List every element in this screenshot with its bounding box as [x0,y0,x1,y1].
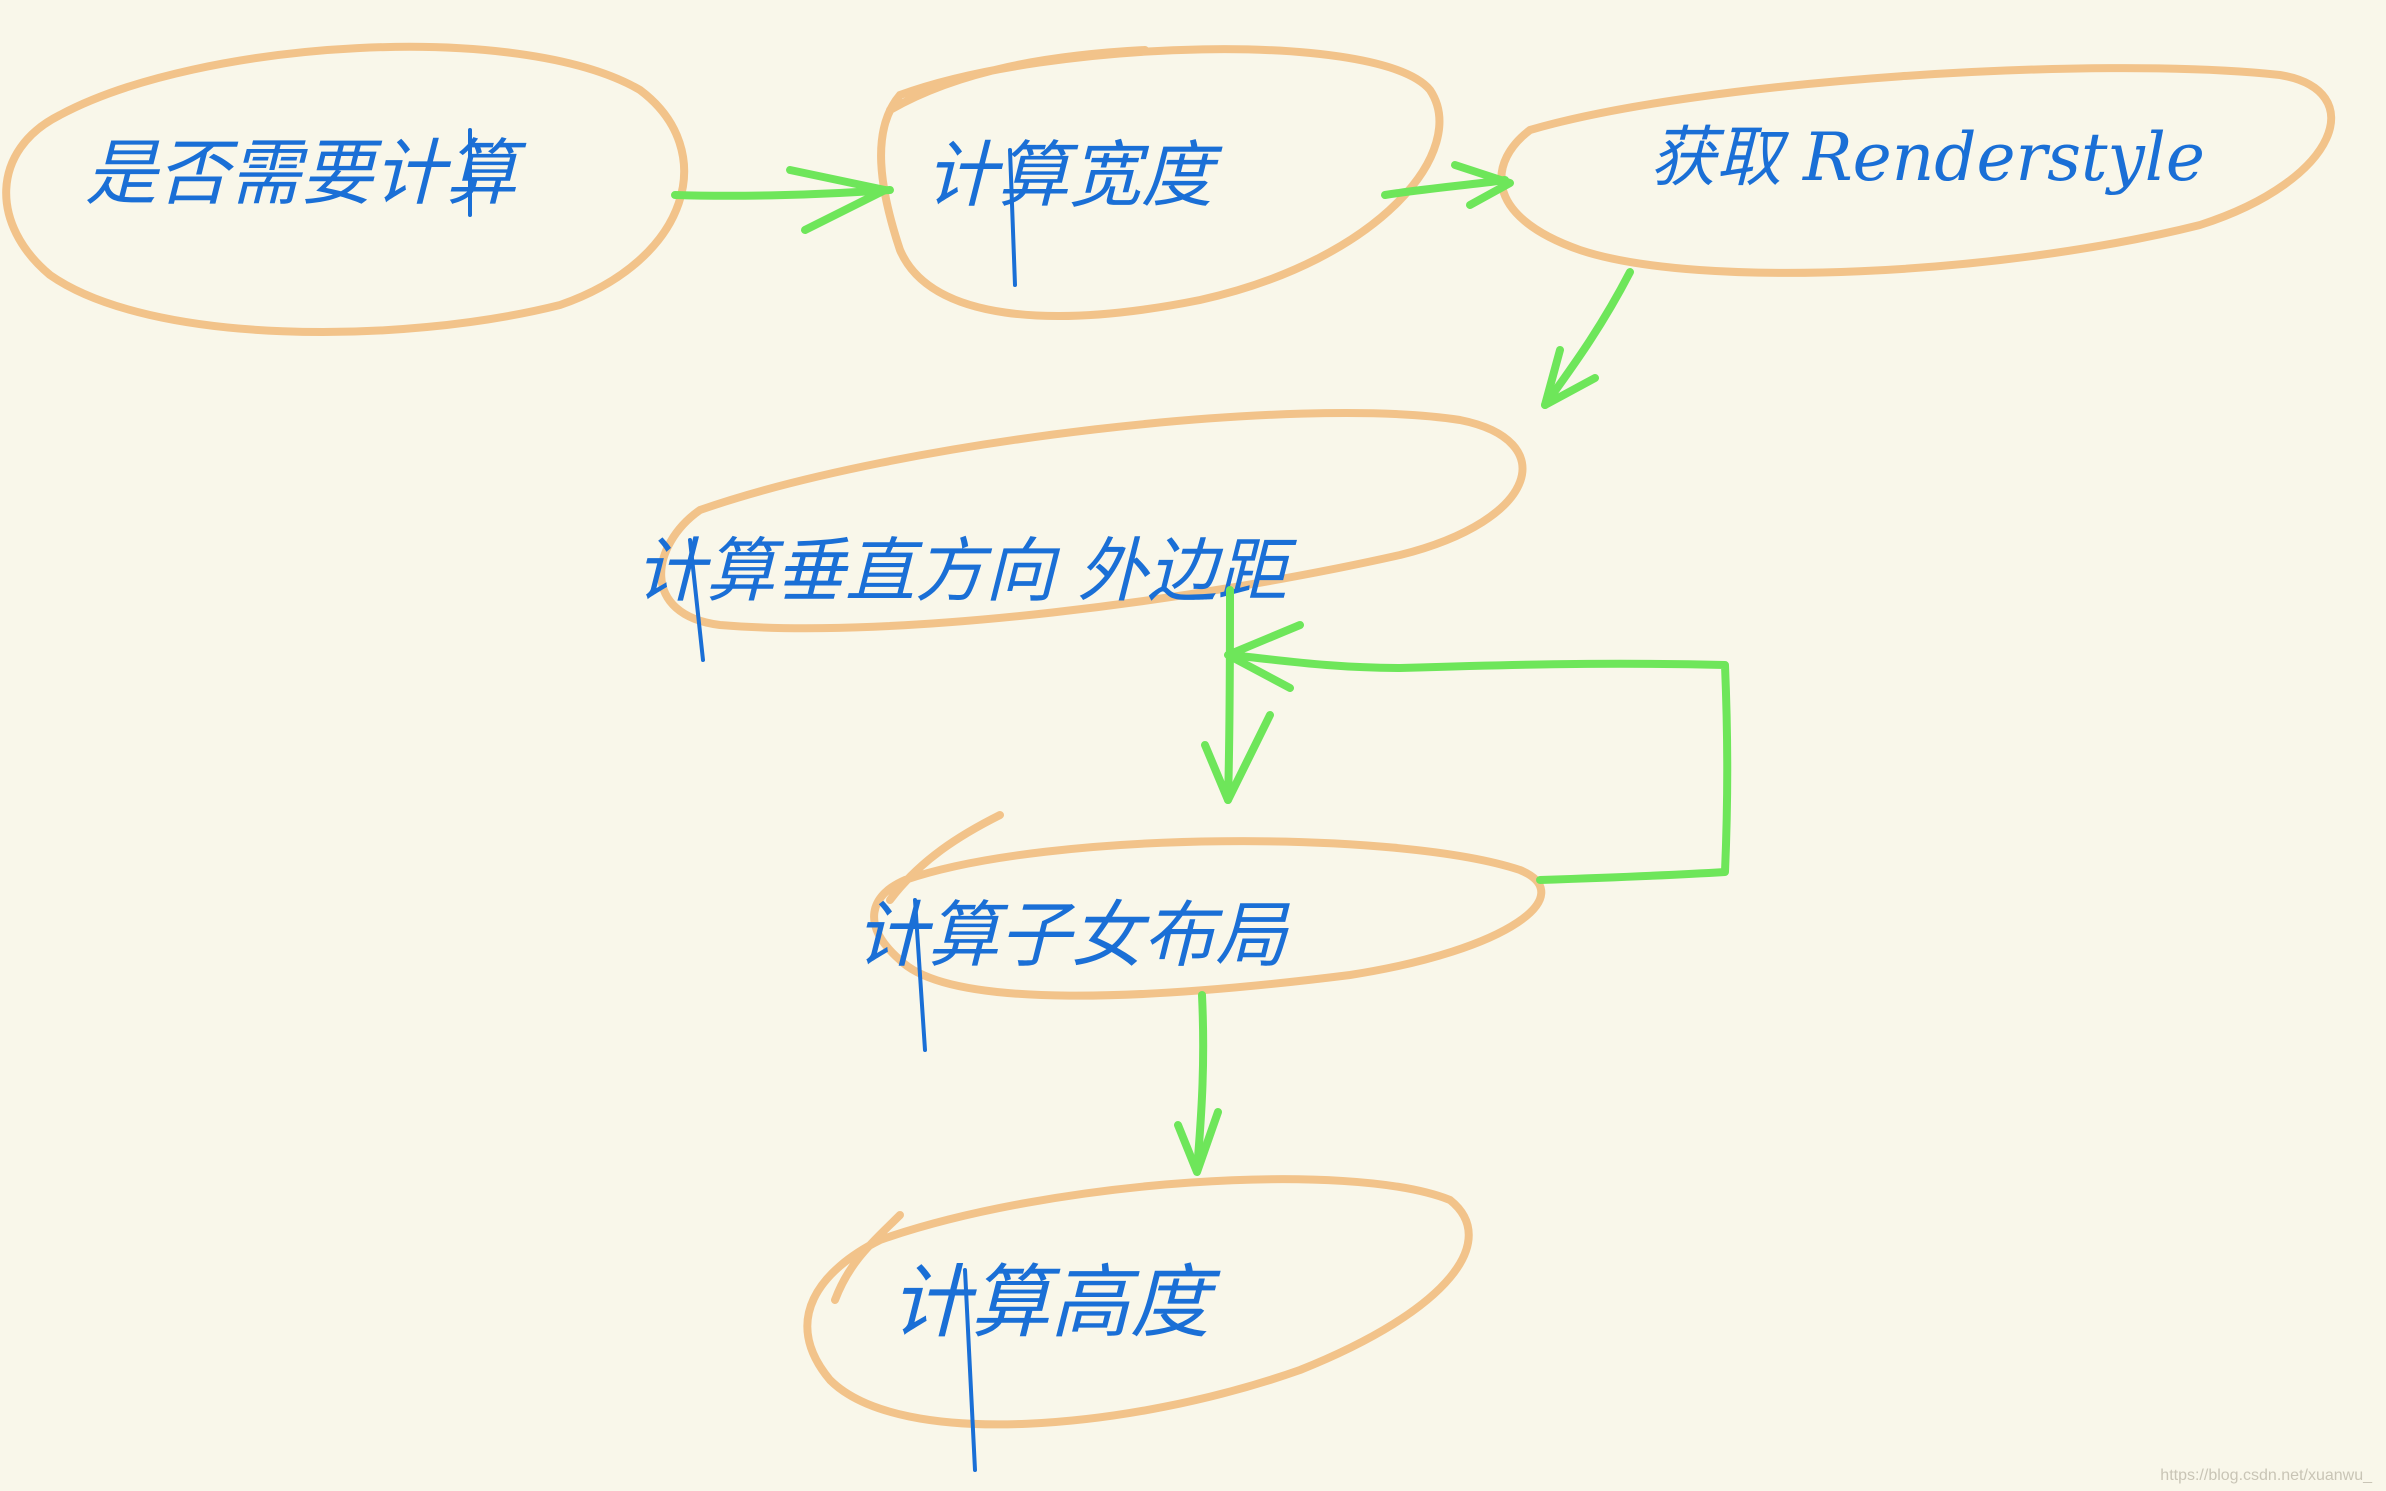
arrow-line [1224,586,1234,804]
arrow-n1-to-n2 [671,166,894,234]
node-compute-children-layout: 计算子女布局 [855,811,1546,1052]
node-label: 是否需要计算 [85,131,527,215]
arrow-n5-loop [1224,621,1732,884]
node-outline [657,409,1527,633]
arrowhead [1201,711,1274,804]
pen-stroke [1008,148,1017,287]
arrow-n2-to-n3 [1381,161,1514,209]
node-outline [870,811,1546,1000]
arrow-line [1541,268,1634,409]
arrow-line [1193,991,1208,1174]
node-outline [1497,64,2336,277]
watermark: https://blog.csdn.net/xuanwu_ [2160,1467,2372,1484]
node-compute-height: 计算高度 [803,1175,1473,1472]
pen-stroke [913,898,927,1052]
arrowhead [786,166,889,234]
node-get-renderstyle: 获取 Renderstyle [1497,64,2336,277]
arrowhead [1174,1108,1222,1176]
arrowhead [1224,621,1304,692]
arrow-n3-to-n4 [1541,268,1634,409]
node-label: 计算垂直方向 外边距 [635,530,1297,612]
arrow-n5-to-n6 [1174,991,1222,1176]
node-label: 计算高度 [890,1256,1221,1349]
node-compute-vertical-margin: 计算垂直方向 外边距 [635,409,1527,662]
arrowhead [1541,346,1599,409]
pen-stroke [963,1268,977,1472]
arrow-n4-to-n5 [1201,586,1274,804]
node-compute-width: 计算宽度 [877,45,1444,320]
node-label: 计算子女布局 [855,893,1290,977]
arrow-line [1226,651,1732,884]
arrowhead [1451,161,1514,209]
node-outline [877,45,1444,320]
node-outline [803,1175,1473,1429]
arrow-line [671,186,894,200]
node-label: 计算宽度 [925,133,1223,217]
node-should-compute: 是否需要计算 [2,42,689,336]
node-outline [2,42,689,336]
node-label: 获取 Renderstyle [1650,119,2205,196]
pen-stroke [688,538,705,662]
